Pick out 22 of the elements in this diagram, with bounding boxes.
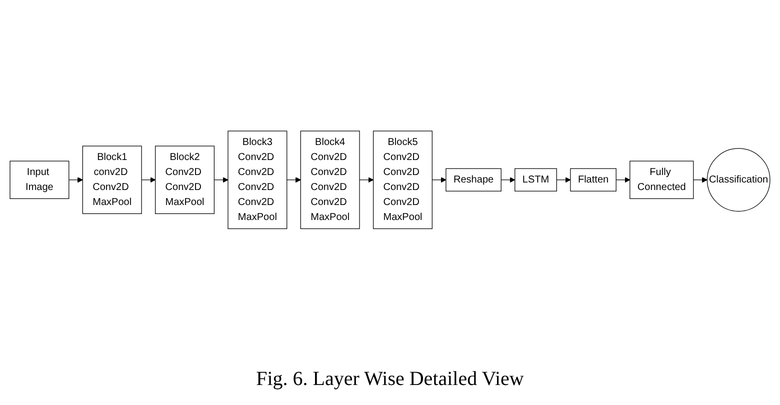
arrow xyxy=(359,177,374,183)
node-box: Block2 Conv2D Conv2D MaxPool xyxy=(155,146,215,214)
node-box: LSTM xyxy=(514,168,557,192)
arrow xyxy=(616,177,630,183)
arrow xyxy=(68,177,83,183)
arrow xyxy=(556,177,571,183)
node-circle: Classification xyxy=(706,148,770,212)
node-box: Block1 conv2D Conv2D MaxPool xyxy=(82,146,142,214)
node-box: Block4 Conv2D Conv2D Conv2D Conv2D MaxPool xyxy=(300,130,360,230)
arrow xyxy=(693,177,708,183)
arrow xyxy=(432,177,446,183)
node-box: Fully Connected xyxy=(630,160,694,200)
arrow xyxy=(141,177,156,183)
figure-caption: Fig. 6. Layer Wise Detailed View xyxy=(256,368,524,391)
node-box: Input Image xyxy=(10,160,70,200)
node-box: Block5 Conv2D Conv2D Conv2D Conv2D MaxPool xyxy=(373,130,432,230)
arrow xyxy=(286,177,301,183)
arrow xyxy=(214,177,228,183)
node-box: Block3 Conv2D Conv2D Conv2D Conv2D MaxPool xyxy=(228,130,288,230)
node-box: Reshape xyxy=(446,168,502,192)
node-box: Flatten xyxy=(570,168,616,192)
arrow xyxy=(500,177,516,183)
